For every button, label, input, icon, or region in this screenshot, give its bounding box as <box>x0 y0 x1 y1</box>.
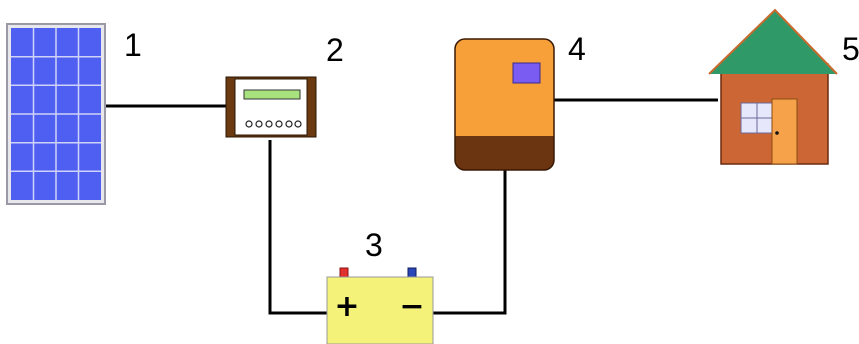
house <box>708 8 838 165</box>
wire-controller-to-battery <box>268 140 328 315</box>
house-roof <box>709 10 837 74</box>
charge-controller-display <box>243 89 301 100</box>
battery-negative-terminal <box>407 267 417 278</box>
battery-body <box>326 276 434 344</box>
house-roof-edge <box>708 8 838 75</box>
wires <box>104 98 718 315</box>
wire-battery-to-inverter <box>432 170 507 315</box>
battery-positive-terminal <box>339 267 349 278</box>
charge-controller <box>225 76 317 138</box>
solar-panel-grid <box>11 28 101 200</box>
charge-controller-buttons <box>245 120 302 128</box>
house-door-knob <box>775 131 779 135</box>
label-number-4: 4 <box>568 31 586 67</box>
battery: + − <box>326 267 434 344</box>
inverter <box>454 38 555 171</box>
solar-panel <box>6 23 106 205</box>
house-door <box>771 98 798 165</box>
label-number-1: 1 <box>124 27 142 63</box>
label-number-2: 2 <box>326 32 344 68</box>
inverter-outline <box>454 38 555 171</box>
label-number-5: 5 <box>842 31 859 67</box>
battery-positive-label: + <box>334 289 359 324</box>
label-number-3: 3 <box>365 227 383 263</box>
battery-negative-label: − <box>399 289 424 324</box>
inverter-bottom <box>455 136 554 170</box>
inverter-top <box>455 39 554 136</box>
inverter-screen <box>512 62 541 84</box>
component-numbers: 1 2 3 4 5 <box>124 27 859 263</box>
